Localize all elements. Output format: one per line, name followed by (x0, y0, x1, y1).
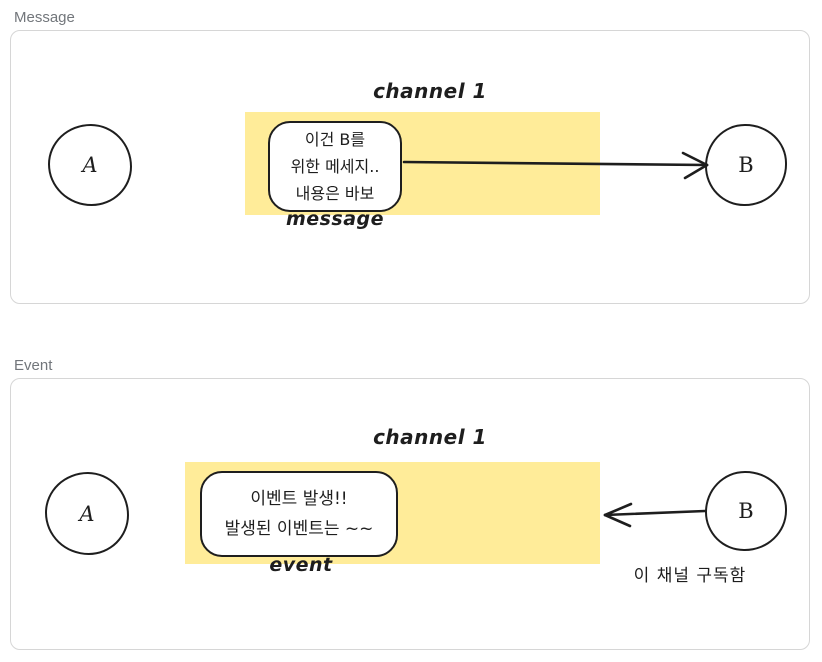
message-node-b-label: B (738, 153, 754, 177)
event-channel-label: channel 1 (373, 425, 487, 449)
message-channel-label: channel 1 (373, 79, 487, 103)
event-subscriber-note: 이 채널 구독함 (633, 566, 747, 586)
event-node-a-label: A (79, 501, 95, 526)
event-node-a: A (45, 472, 129, 555)
event-bubble-line-1: 이벤트 발생!! (250, 489, 348, 509)
event-bubble-line-2: 발생된 이벤트는 ~~ (224, 519, 374, 539)
message-node-b: B (705, 124, 787, 206)
message-bubble: 이건 B를 위한 메세지.. 내용은 바보 (268, 121, 402, 212)
event-panel-title: Event (14, 357, 53, 374)
event-node-b: B (705, 471, 787, 551)
message-bubble-line-2: 위한 메세지.. (290, 157, 380, 176)
message-node-a-label: A (82, 153, 98, 177)
event-bubble: 이벤트 발생!! 발생된 이벤트는 ~~ (200, 471, 398, 557)
message-bubble-line-3: 내용은 바보 (295, 184, 375, 203)
message-panel-title: Message (14, 9, 75, 26)
message-bubble-caption: message (285, 208, 385, 230)
message-node-a: A (48, 124, 132, 206)
event-bubble-caption: event (269, 554, 333, 576)
event-node-b-label: B (738, 499, 754, 523)
message-bubble-line-1: 이건 B를 (304, 130, 366, 149)
